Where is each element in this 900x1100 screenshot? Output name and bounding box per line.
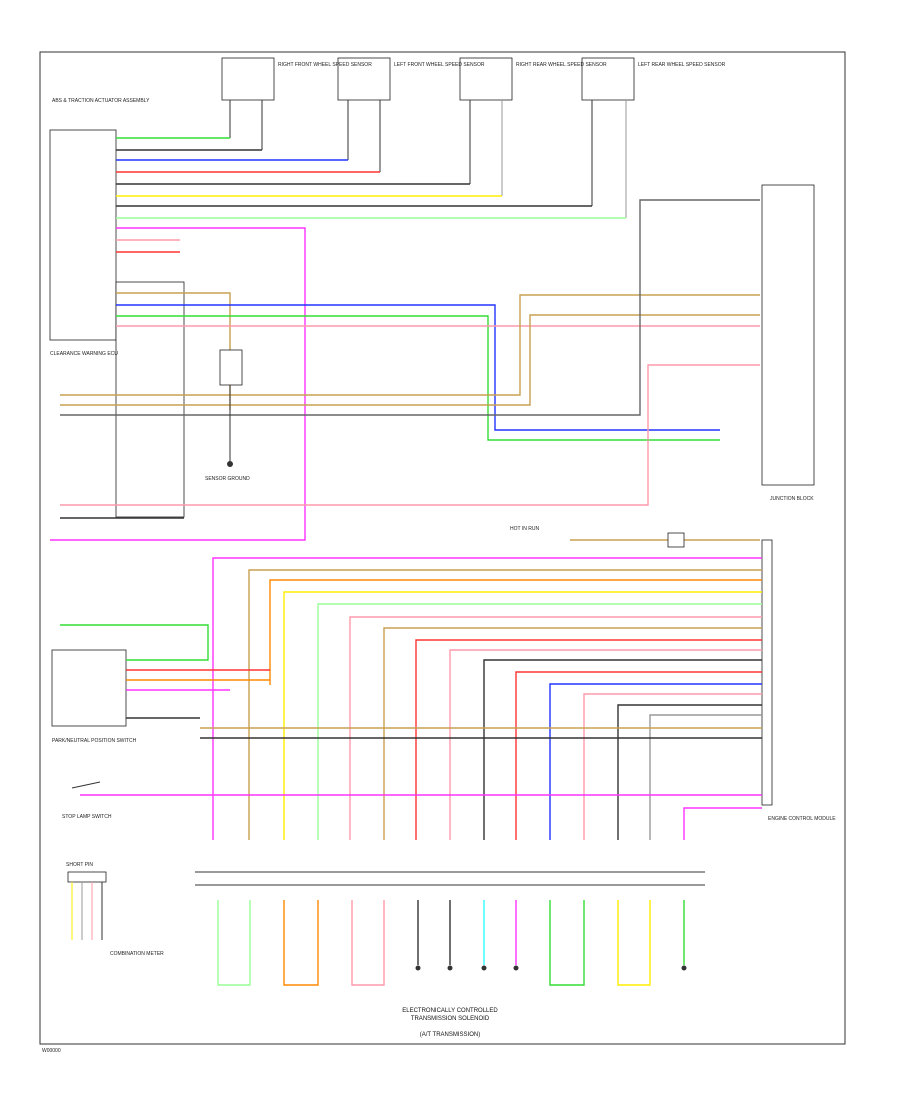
clearance-ecu-label: CLEARANCE WARNING ECU	[50, 351, 118, 357]
solenoid-wires	[80, 557, 762, 840]
junction-block: JUNCTION BLOCK	[761, 184, 815, 502]
solenoid-coils	[217, 900, 687, 986]
title-line-2: TRANSMISSION SOLENOID	[411, 1016, 490, 1022]
engine-control-label: ENGINE CONTROL MODULE	[768, 816, 836, 822]
abs-actuator-label: ABS & TRACTION ACTUATOR ASSEMBLY	[52, 98, 150, 104]
combination-meter-label: COMBINATION METER	[110, 951, 164, 957]
stop-lamp-switch: STOP LAMP SWITCH	[62, 781, 112, 820]
footer-code: W00000	[42, 1048, 61, 1054]
hot-in-run: HOT IN RUN	[510, 526, 760, 548]
left-front-sensor-label: LEFT FRONT WHEEL SPEED SENSOR	[394, 62, 485, 68]
solenoid-connector	[195, 871, 705, 886]
wheel-speed-sensors: RIGHT FRONT WHEEL SPEED SENSOR LEFT FRON…	[221, 57, 726, 218]
right-front-sensor-label: RIGHT FRONT WHEEL SPEED SENSOR	[278, 62, 372, 68]
engine-control-module: ENGINE CONTROL MODULE	[761, 539, 836, 822]
right-rear-sensor-label: RIGHT REAR WHEEL SPEED SENSOR	[516, 62, 607, 68]
title-line-1: ELECTRONICALLY CONTROLLED	[402, 1008, 498, 1014]
short-pin-label: SHORT PIN	[66, 862, 93, 868]
stop-lamp-label: STOP LAMP SWITCH	[62, 814, 112, 820]
pnp-switch-label: PARK/NEUTRAL POSITION SWITCH	[52, 738, 137, 744]
hot-in-run-label: HOT IN RUN	[510, 526, 539, 532]
left-rear-sensor-label: LEFT REAR WHEEL SPEED SENSOR	[638, 62, 726, 68]
abs-sensor-wires	[50, 137, 626, 541]
diagram-frame	[39, 51, 846, 1045]
sensor-ground: SENSOR GROUND	[205, 349, 250, 482]
abs-actuator: ABS & TRACTION ACTUATOR ASSEMBLY	[49, 98, 150, 341]
junction-block-label: JUNCTION BLOCK	[770, 496, 814, 502]
title-line-3: (A/T TRANSMISSION)	[420, 1032, 480, 1038]
title-block: ELECTRONICALLY CONTROLLED TRANSMISSION S…	[402, 1008, 498, 1038]
pnp-switch: PARK/NEUTRAL POSITION SWITCH	[51, 624, 270, 744]
short-pin: SHORT PIN COMBINATION METER	[66, 862, 164, 957]
sensor-ground-label: SENSOR GROUND	[205, 476, 250, 482]
clearance-ecu: CLEARANCE WARNING ECU	[50, 281, 185, 518]
mid-wires	[60, 199, 760, 519]
